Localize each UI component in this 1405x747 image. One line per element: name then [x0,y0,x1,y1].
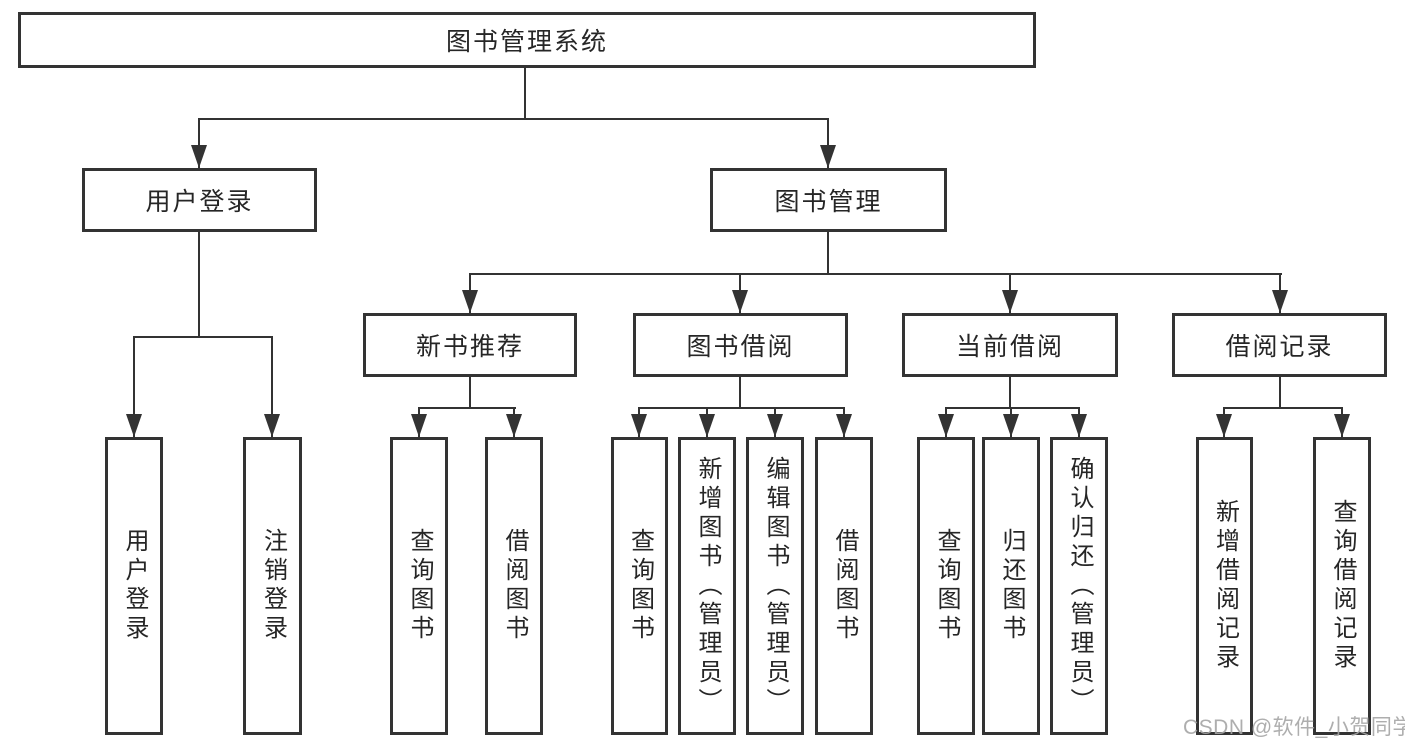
connector-book-management-stem [827,232,829,275]
arrow-to-add-books-admin [706,407,708,437]
leaf-borrow-books-2: 借阅图书 [815,437,873,735]
arrow-to-add-borrow-record [1223,407,1225,437]
connector-book-borrowing-bar [638,407,845,409]
connector-current-borrowing-stem [1009,377,1011,409]
leaf-edit-books-admin: 编辑图书（管理员） [746,437,804,735]
connector-user-login-bar [133,336,273,338]
leaf-add-borrow-record: 新增借阅记录 [1196,437,1253,735]
leaf-user-login: 用户登录 [105,437,163,735]
leaf-confirm-return-admin: 确认归还（管理员） [1050,437,1108,735]
node-book-management-system: 图书管理系统 [18,12,1036,68]
csdn-watermark: CSDN @软件_小贺同学 [1183,716,1405,739]
connector-user-login-stem [198,232,200,338]
connector-borrowing-records-bar [1223,407,1343,409]
connector-book-borrowing-stem [739,377,741,409]
arrow-to-leaf-logout [271,336,273,437]
connector-root-stem [524,68,526,120]
arrow-to-borrow-books-1 [513,407,515,437]
arrow-to-query-books-2 [638,407,640,437]
node-book-borrowing: 图书借阅 [633,313,848,377]
arrow-to-book-borrowing [739,273,741,313]
leaf-query-books-3: 查询图书 [917,437,975,735]
connector-new-book-recommend-stem [469,377,471,409]
leaf-logout: 注销登录 [243,437,302,735]
connector-root-bar [198,118,829,120]
node-book-management: 图书管理 [710,168,947,232]
arrow-to-query-books-3 [945,407,947,437]
leaf-query-books-1: 查询图书 [390,437,448,735]
node-borrowing-records: 借阅记录 [1172,313,1387,377]
node-current-borrowing: 当前借阅 [902,313,1118,377]
arrow-to-query-books-1 [418,407,420,437]
connector-book-management-bar [469,273,1282,275]
arrow-to-query-borrow-record [1341,407,1343,437]
leaf-query-borrow-record: 查询借阅记录 [1313,437,1371,735]
arrow-to-borrow-books-2 [843,407,845,437]
leaf-return-books: 归还图书 [982,437,1040,735]
connector-borrowing-records-stem [1279,377,1281,409]
node-new-book-recommend: 新书推荐 [363,313,577,377]
arrow-to-user-login [198,118,200,168]
arrow-to-leaf-user-login [133,336,135,437]
connector-current-borrowing-bar [945,407,1080,409]
leaf-borrow-books-1: 借阅图书 [485,437,543,735]
leaf-add-books-admin: 新增图书（管理员） [678,437,736,735]
arrow-to-edit-books-admin [774,407,776,437]
arrow-to-new-book-recommend [469,273,471,313]
arrow-to-borrowing-records [1279,273,1281,313]
connector-new-book-recommend-bar [418,407,516,409]
arrow-to-confirm-return-admin [1078,407,1080,437]
arrow-to-return-books [1010,407,1012,437]
leaf-query-books-2: 查询图书 [611,437,668,735]
arrow-to-book-management [827,118,829,168]
node-user-login: 用户登录 [82,168,317,232]
arrow-to-current-borrowing [1009,273,1011,313]
